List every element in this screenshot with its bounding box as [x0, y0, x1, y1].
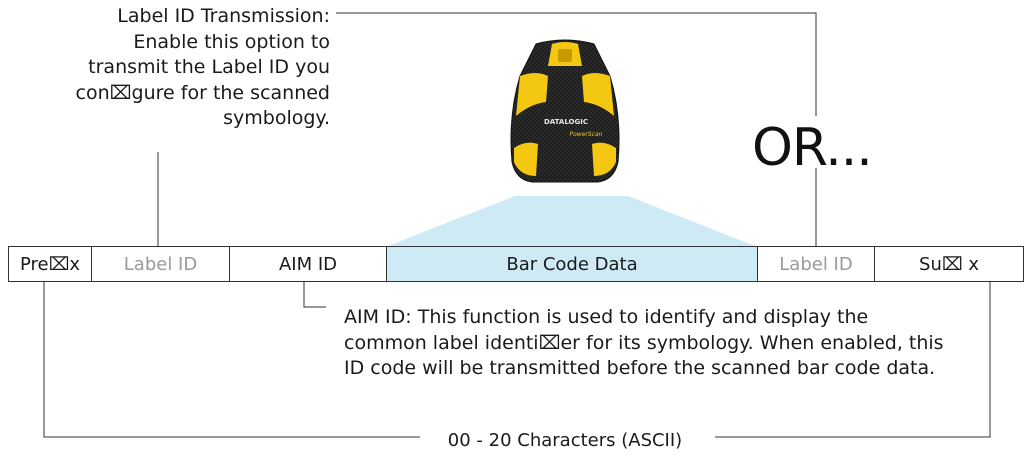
field-label-id-trailing: Label ID: [758, 247, 875, 281]
character-range-label: 00 - 20 Characters (ASCII): [420, 430, 710, 452]
barcode-field-row: Pre⌧x Label ID AIM ID Bar Code Data Labe…: [8, 246, 1024, 282]
field-label-id-leading: Label ID: [92, 247, 230, 281]
scan-beam: [388, 196, 755, 246]
field-prefix: Pre⌧x: [9, 247, 92, 281]
barcode-scanner-icon: DATALOGIC PowerScan: [510, 39, 620, 183]
aim-id-callout-line: AIM ID: This function is used to identif…: [344, 306, 869, 328]
field-bar-code-data: Bar Code Data: [387, 247, 758, 281]
label-id-callout-line: Label ID Transmission:: [117, 5, 330, 27]
range-bracket-left: [43, 282, 425, 438]
label-id-callout-line: con⌧gure for the scanned: [75, 81, 330, 104]
label-id-callout-line: transmit the Label ID you: [88, 56, 330, 78]
scanner-model: PowerScan: [570, 131, 603, 138]
label-id-callout-line: symbology.: [223, 107, 330, 129]
label-id-leader-top: [336, 12, 817, 116]
or-text: OR...: [752, 118, 873, 178]
aim-id-callout-line: ID code will be transmitted before the s…: [344, 357, 936, 379]
label-id-callout: Label ID Transmission: Enable this optio…: [40, 4, 330, 132]
aim-id-callout: AIM ID: This function is used to identif…: [344, 305, 964, 382]
field-suffix: Su⌧ x: [919, 253, 979, 275]
range-bracket-right: [715, 282, 991, 438]
aim-id-leader: [303, 282, 326, 308]
label-id-callout-line: Enable this option to: [133, 30, 330, 53]
aim-id-callout-line: common label identi⌧er for its symbology…: [344, 331, 944, 354]
field-aim-id: AIM ID: [230, 247, 387, 281]
scanner-brand: DATALOGIC: [544, 118, 588, 126]
